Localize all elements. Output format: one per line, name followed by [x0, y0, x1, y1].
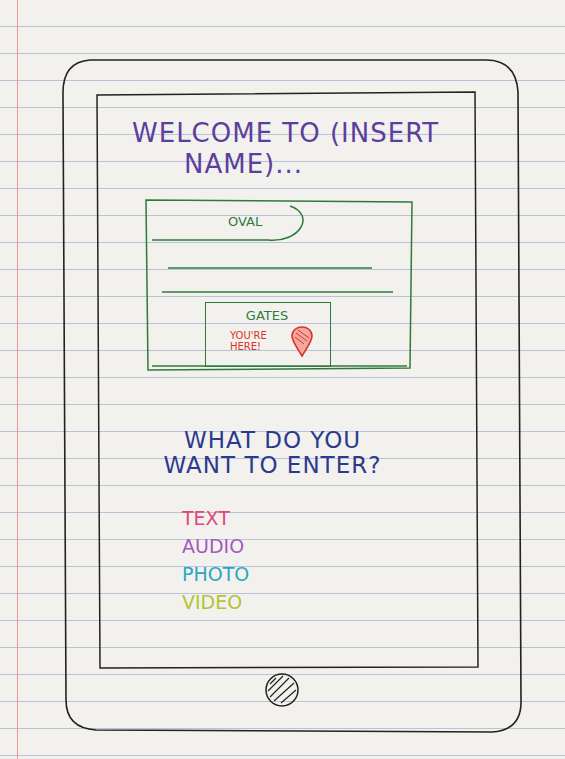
area-name: OVAL	[228, 215, 262, 230]
home-button	[266, 674, 298, 706]
menu-option: VIDEO	[182, 592, 242, 614]
gates-area: GATES YOU'RE HERE!	[205, 302, 331, 367]
map-outline	[146, 200, 412, 370]
menu-option: AUDIO	[182, 536, 244, 558]
menu-option: PHOTO	[182, 564, 249, 586]
prompt-text: WHAT DO YOU WANT TO ENTER?	[145, 428, 400, 479]
oval-area: OVAL	[150, 203, 320, 248]
location-note: YOU'RE HERE!	[230, 330, 282, 352]
area-outline-path	[152, 206, 303, 240]
screen-outline	[97, 92, 478, 668]
location-pin	[292, 327, 312, 356]
tablet-outline	[63, 60, 521, 732]
menu-option: TEXT	[182, 508, 230, 530]
page-title: WELCOME TO (INSERT NAME)...	[132, 118, 452, 180]
area-name: GATES	[206, 309, 328, 324]
